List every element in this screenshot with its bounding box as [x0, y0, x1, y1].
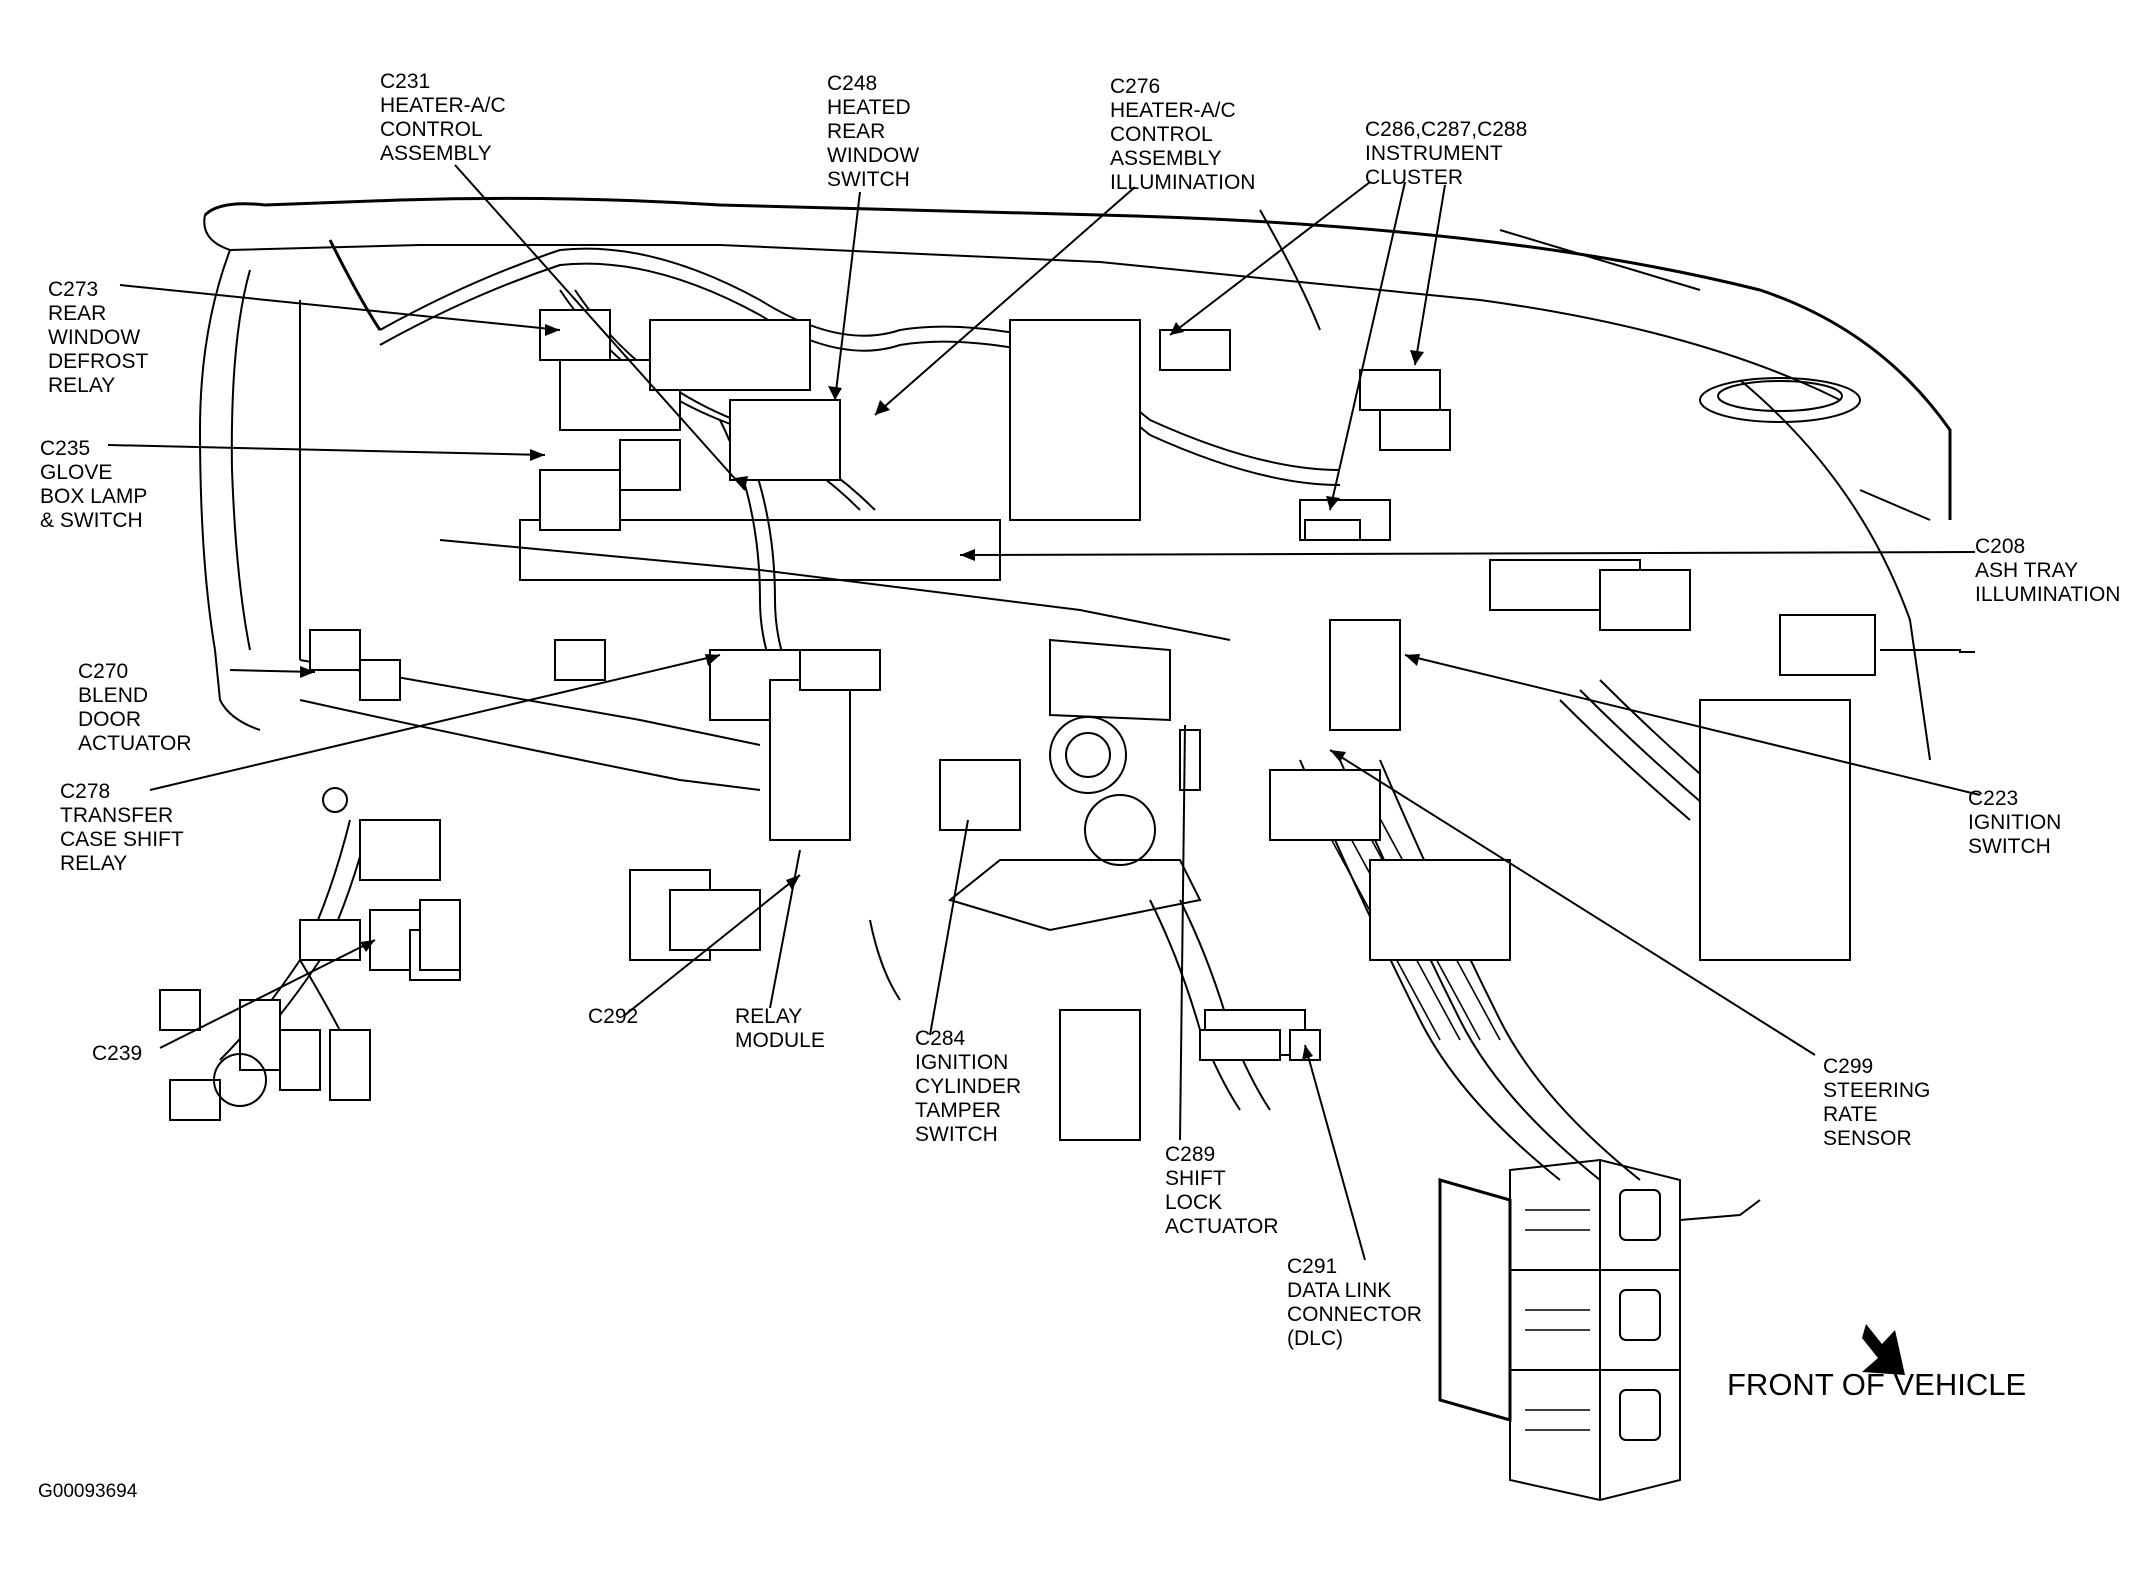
callout-c292-line: C292 — [588, 1005, 639, 1028]
callout-c248-line: HEATED — [827, 96, 911, 119]
callout-c231-line: CONTROL — [380, 118, 483, 141]
callout-c278-line: CASE SHIFT — [60, 828, 184, 851]
callout-c289-line: ACTUATOR — [1165, 1215, 1279, 1238]
callout-c223-line: C223 — [1968, 787, 2019, 810]
callout-c248-line: WINDOW — [827, 144, 920, 167]
callout-c208-line: ASH TRAY — [1975, 559, 2079, 582]
callout-c289-line: LOCK — [1165, 1191, 1223, 1214]
callout-c248-line: SWITCH — [827, 168, 910, 191]
callout-c286-c287-c288: C286,C287,C288 INSTRUMENT CLUSTER — [1365, 118, 1527, 190]
callout-c270-line: BLEND — [78, 684, 149, 707]
callout-c276-line: C276 — [1110, 75, 1161, 98]
callout-c292: C292 — [588, 1005, 638, 1029]
front-of-vehicle-label: FRONT OF VEHICLE — [1727, 1367, 2027, 1402]
callout-c284: C284 IGNITION CYLINDER TAMPER SWITCH — [915, 1027, 1021, 1147]
callout-c291: C291 DATA LINK CONNECTOR (DLC) — [1287, 1255, 1422, 1351]
callout-c284-line: IGNITION — [915, 1051, 1009, 1074]
callout-c231-line: C231 — [380, 70, 431, 93]
callout-c299-line: SENSOR — [1823, 1127, 1912, 1150]
callout-c270-line: ACTUATOR — [78, 732, 192, 755]
callout-c235-line: BOX LAMP — [40, 485, 148, 508]
components — [159, 309, 1876, 1141]
dlc-connector-drawing — [1438, 1158, 1761, 1502]
callout-c276-line: ILLUMINATION — [1110, 171, 1256, 194]
callout-c231-line: HEATER-A/C — [380, 94, 506, 117]
callout-c299-line: STEERING — [1823, 1079, 1931, 1102]
arrow-southwest-icon — [1862, 1324, 1905, 1375]
figure-code: G00093694 — [38, 1481, 138, 1502]
callout-c299-line: C299 — [1823, 1055, 1874, 1078]
callout-relay-line: RELAY — [735, 1005, 803, 1028]
callout-c284-line: SWITCH — [915, 1123, 998, 1146]
callout-c289-line: SHIFT — [1165, 1167, 1226, 1190]
leader-lines — [107, 164, 1981, 1261]
callout-c273: C273 REAR WINDOW DEFROST RELAY — [48, 278, 148, 398]
callout-c273-line: RELAY — [48, 374, 116, 397]
callout-c231-line: ASSEMBLY — [380, 142, 492, 165]
callout-c270-line: C270 — [78, 660, 129, 683]
callout-c289: C289 SHIFT LOCK ACTUATOR — [1165, 1143, 1279, 1239]
callout-c270: C270 BLEND DOOR ACTUATOR — [78, 660, 192, 756]
callout-c273-line: DEFROST — [48, 350, 149, 373]
callout-c278-line: RELAY — [60, 852, 128, 875]
callout-c235-line: & SWITCH — [40, 509, 143, 532]
callout-c289-line: C289 — [1165, 1143, 1216, 1166]
callout-c231: C231 HEATER-A/C CONTROL ASSEMBLY — [380, 70, 506, 166]
callout-c286-line: INSTRUMENT — [1365, 142, 1503, 165]
callout-c291-line: C291 — [1287, 1255, 1338, 1278]
callout-c239-line: C239 — [92, 1042, 143, 1065]
callout-c276-line: CONTROL — [1110, 123, 1213, 146]
callout-c235-line: GLOVE — [40, 461, 113, 484]
callout-relay-line: MODULE — [735, 1029, 825, 1052]
callout-c291-line: DATA LINK — [1287, 1279, 1392, 1302]
callout-c208: C208 ASH TRAY ILLUMINATION — [1975, 535, 2120, 607]
callout-c299-line: RATE — [1823, 1103, 1878, 1126]
callout-relay-module: RELAY MODULE — [735, 1005, 825, 1053]
callout-c223: C223 IGNITION SWITCH — [1968, 787, 2061, 859]
callout-c235: C235 GLOVE BOX LAMP & SWITCH — [40, 437, 147, 533]
callout-c248: C248 HEATED REAR WINDOW SWITCH — [827, 72, 919, 192]
callout-c273-line: REAR — [48, 302, 107, 325]
dashboard-outline — [198, 196, 1952, 932]
callout-c239: C239 — [92, 1042, 142, 1066]
callout-c276-line: HEATER-A/C — [1110, 99, 1236, 122]
callout-c286-line: CLUSTER — [1365, 166, 1464, 189]
callout-c208-line: ILLUMINATION — [1975, 583, 2121, 606]
callout-c291-line: (DLC) — [1287, 1327, 1343, 1350]
callout-c291-line: CONNECTOR — [1287, 1303, 1422, 1326]
callout-c278: C278 TRANSFER CASE SHIFT RELAY — [60, 780, 184, 876]
callout-c284-line: TAMPER — [915, 1099, 1001, 1122]
callout-c284-line: CYLINDER — [915, 1075, 1022, 1098]
callout-c235-line: C235 — [40, 437, 91, 460]
callout-c248-line: REAR — [827, 120, 886, 143]
callout-c276-line: ASSEMBLY — [1110, 147, 1222, 170]
callout-c286-line: C286,C287,C288 — [1365, 118, 1528, 141]
callout-c270-line: DOOR — [78, 708, 141, 731]
callout-c208-line: C208 — [1975, 535, 2026, 558]
callout-c299: C299 STEERING RATE SENSOR — [1823, 1055, 1930, 1151]
callout-c278-line: TRANSFER — [60, 804, 174, 827]
callout-c284-line: C284 — [915, 1027, 966, 1050]
callout-c223-line: IGNITION — [1968, 811, 2062, 834]
callout-c273-line: WINDOW — [48, 326, 141, 349]
callout-c248-line: C248 — [827, 72, 878, 95]
callout-c273-line: C273 — [48, 278, 99, 301]
callout-c276: C276 HEATER-A/C CONTROL ASSEMBLY ILLUMIN… — [1110, 75, 1255, 195]
callout-c223-line: SWITCH — [1968, 835, 2051, 858]
callout-c278-line: C278 — [60, 780, 111, 803]
